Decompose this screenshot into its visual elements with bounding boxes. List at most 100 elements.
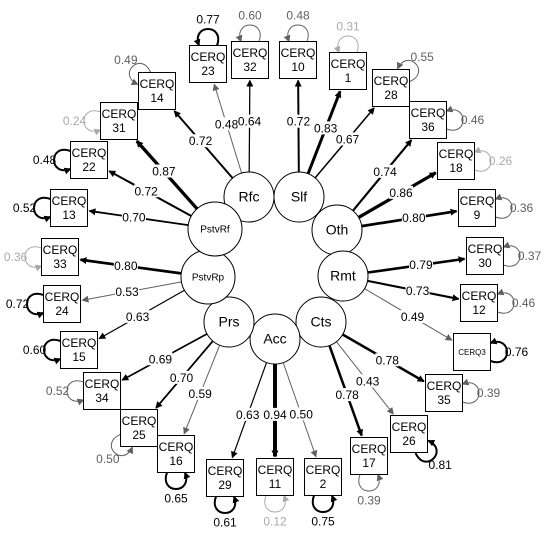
loading-value-Rfc-14: 0.72 bbox=[189, 134, 213, 148]
item-label-line: 23 bbox=[201, 64, 215, 78]
variance-loop-23 bbox=[193, 28, 220, 53]
loading-value-Cts-35: 0.78 bbox=[376, 353, 400, 367]
loading-value-Slf-1: 0.83 bbox=[314, 121, 338, 135]
variance-loop-36 bbox=[439, 105, 464, 131]
factor-node-rfc: Rfc bbox=[223, 171, 275, 223]
item-label-line: 25 bbox=[132, 428, 146, 442]
item-label-line: CERQ3 bbox=[458, 348, 486, 357]
variance-value-35: 0.39 bbox=[477, 386, 501, 400]
item-label-line: CERQ bbox=[102, 107, 137, 121]
loading-label-bg bbox=[373, 164, 398, 178]
item-label-line: 18 bbox=[449, 161, 463, 175]
loading-label-bg bbox=[214, 117, 239, 131]
item-label-line: CERQ bbox=[374, 74, 409, 88]
loading-label-bg bbox=[148, 352, 173, 366]
item-label-line: CERQ bbox=[439, 147, 474, 161]
variance-value-34: 0.52 bbox=[46, 384, 70, 398]
loading-value-Cts-17: 0.78 bbox=[335, 388, 359, 402]
variance-value-32: 0.60 bbox=[238, 9, 262, 23]
loading-label-bg bbox=[263, 407, 287, 421]
item-label-line: 9 bbox=[474, 208, 481, 222]
loading-value-Prs-34: 0.69 bbox=[149, 352, 173, 366]
factor-label: Rmt bbox=[330, 268, 356, 284]
loading-value-Rfc-23: 0.48 bbox=[215, 117, 239, 131]
variance-loop-29 bbox=[213, 489, 240, 514]
factor-node-pstvrf: PstvRf bbox=[187, 201, 243, 257]
item-label-line: 22 bbox=[82, 160, 96, 174]
factor-node-cts: Cts bbox=[295, 296, 347, 348]
variance-loop-22 bbox=[53, 148, 78, 175]
factor-label: Acc bbox=[263, 331, 286, 347]
variance-value-23: 0.77 bbox=[196, 13, 220, 27]
variance-value-3: 0.76 bbox=[505, 345, 529, 359]
variance-loop-3 bbox=[483, 337, 508, 364]
loading-label-bg bbox=[400, 309, 425, 323]
loading-label-bg bbox=[115, 284, 140, 298]
item-label-line: 29 bbox=[218, 478, 232, 492]
loading-label-bg bbox=[335, 132, 360, 146]
variance-value-15: 0.60 bbox=[23, 343, 47, 357]
loading-value-Rmt-12: 0.73 bbox=[406, 284, 430, 298]
variance-value-1: 0.31 bbox=[336, 20, 360, 34]
item-label-line: CERQ bbox=[462, 289, 497, 303]
loading-label-bg bbox=[313, 121, 338, 135]
variance-value-28: 0.55 bbox=[410, 50, 434, 64]
variance-value-18: 0.26 bbox=[489, 154, 513, 168]
variance-loop-11 bbox=[264, 488, 290, 513]
item-label-line: 13 bbox=[62, 208, 76, 222]
variance-loop-24 bbox=[26, 292, 51, 319]
loading-value-Acc-11: 0.94 bbox=[263, 408, 287, 422]
item-label-line: 34 bbox=[95, 391, 109, 405]
item-label-line: 17 bbox=[362, 456, 376, 470]
item-label-line: CERQ bbox=[281, 46, 316, 60]
factor-node-acc: Acc bbox=[249, 313, 301, 365]
item-label-line: CERQ bbox=[62, 336, 97, 350]
variance-loop-30 bbox=[496, 241, 521, 267]
variance-value-17: 0.39 bbox=[357, 494, 381, 508]
item-label-line: 32 bbox=[243, 60, 257, 74]
variance-loop-16 bbox=[164, 465, 191, 490]
factor-node-prs: Prs bbox=[203, 296, 255, 348]
loading-label-bg bbox=[355, 374, 380, 388]
item-label-line: 31 bbox=[112, 121, 126, 135]
loading-label-bg bbox=[375, 353, 400, 367]
loading-label-bg bbox=[121, 210, 146, 224]
factor-label: Cts bbox=[311, 314, 332, 330]
item-label-line: 10 bbox=[291, 60, 305, 74]
loading-value-Oth-9: 0.80 bbox=[402, 211, 426, 225]
variance-value-33: 0.36 bbox=[4, 250, 28, 264]
variance-value-31: 0.24 bbox=[63, 114, 87, 128]
item-label-line: CERQ bbox=[45, 290, 80, 304]
loading-label-bg bbox=[237, 114, 262, 128]
variance-value-25: 0.50 bbox=[96, 452, 120, 466]
item-label-line: CERQ bbox=[233, 46, 268, 60]
loading-value-Rfc-32: 0.64 bbox=[238, 115, 262, 129]
loading-value-Cts-26: 0.43 bbox=[356, 374, 380, 388]
variance-value-10: 0.48 bbox=[286, 9, 310, 23]
item-label-line: 36 bbox=[421, 120, 435, 134]
factor-label: Slf bbox=[291, 189, 307, 205]
loading-label-bg bbox=[125, 309, 150, 323]
variance-value-36: 0.46 bbox=[461, 113, 485, 127]
item-label-line: CERQ bbox=[140, 77, 175, 91]
loading-value-Oth-36: 0.74 bbox=[373, 165, 397, 179]
loading-label-bg bbox=[405, 283, 430, 297]
variance-loop-15 bbox=[43, 338, 68, 365]
